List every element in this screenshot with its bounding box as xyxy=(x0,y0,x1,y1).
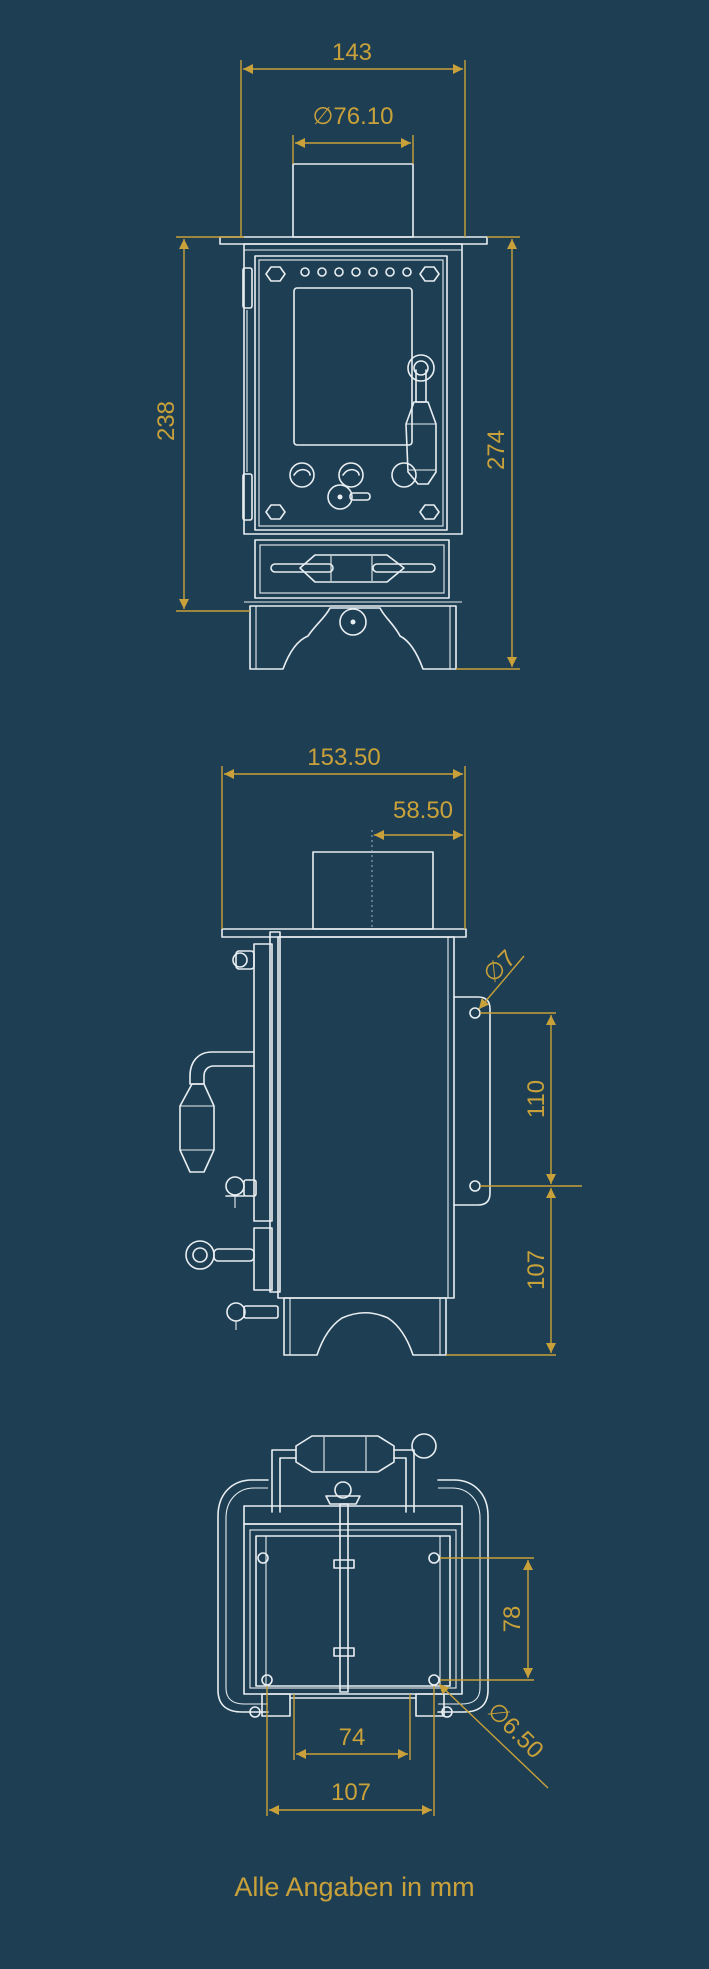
top-hole xyxy=(428,1674,440,1686)
flue-diameter-label: ∅76.10 xyxy=(313,103,394,130)
front-view: 143 ∅76.10 238 274 xyxy=(153,39,520,670)
flue-offset-label: 58.50 xyxy=(393,797,453,824)
air-vent-holes xyxy=(300,267,412,277)
side-body xyxy=(277,936,455,1299)
flue-pipe xyxy=(292,163,414,238)
top-frame-left xyxy=(217,1479,269,1713)
bolt-hex xyxy=(265,504,286,520)
side-depth-label: 153.50 xyxy=(307,744,380,771)
stove-door xyxy=(254,255,448,531)
top-inner-body xyxy=(255,1535,451,1687)
hole-height-label: 107 xyxy=(523,1250,550,1290)
bracket-hole-bottom xyxy=(469,1180,481,1192)
ash-drawer xyxy=(254,539,450,599)
top-inner-width-label: 74 xyxy=(339,1724,366,1751)
top-foot-right xyxy=(415,1693,445,1717)
top-handle xyxy=(271,1433,437,1513)
side-flue-pipe xyxy=(312,851,434,930)
top-plate xyxy=(219,236,488,245)
side-base xyxy=(283,1297,447,1356)
top-front-bar xyxy=(243,1505,463,1525)
body-height-label: 238 xyxy=(153,401,180,441)
top-air-rod xyxy=(325,1481,361,1693)
bolt-hex xyxy=(419,504,440,520)
side-view: 153.50 58.50 ∅7 110 107 xyxy=(179,744,582,1356)
door-window xyxy=(293,287,413,446)
door-handle xyxy=(405,354,437,485)
top-hole xyxy=(441,1706,453,1718)
side-front-frame xyxy=(269,931,281,1293)
hole-spacing-label: 110 xyxy=(523,1080,550,1118)
stove-body xyxy=(243,243,463,535)
front-width-label: 143 xyxy=(332,39,372,66)
side-top-plate xyxy=(221,928,467,938)
bracket-hole-top xyxy=(469,1007,481,1019)
units-note: Alle Angaben in mm xyxy=(234,1872,475,1902)
wall-bracket xyxy=(453,996,491,1206)
stove-base xyxy=(249,605,457,670)
total-height-label: 274 xyxy=(483,430,510,470)
side-base-knob xyxy=(226,1302,279,1330)
side-door-handle xyxy=(179,1051,255,1173)
top-body xyxy=(243,1523,463,1695)
side-air-dial xyxy=(225,1176,257,1208)
side-door-edge xyxy=(253,943,273,1222)
side-drawer-knob xyxy=(185,1240,255,1270)
ash-drawer-handle xyxy=(270,554,436,583)
top-hole-diameter-label: ∅6.50 xyxy=(482,1697,549,1764)
top-hole xyxy=(257,1552,269,1564)
side-hole-diameter-label: ∅7 xyxy=(478,945,521,988)
top-hole xyxy=(261,1674,273,1686)
door-hinge-top xyxy=(242,267,253,309)
top-hole-spacing-label: 78 xyxy=(499,1606,526,1633)
door-hinge-bottom xyxy=(242,473,253,521)
top-hole xyxy=(249,1706,261,1718)
side-top-knob xyxy=(232,950,255,970)
air-control-dials xyxy=(289,462,417,510)
base-knob xyxy=(339,608,367,636)
bolt-hex xyxy=(419,266,440,282)
bolt-hex xyxy=(265,266,286,282)
top-frame-right xyxy=(437,1479,489,1713)
top-hole xyxy=(428,1552,440,1564)
top-outer-width-label: 107 xyxy=(331,1779,371,1806)
top-view: 78 74 107 ∅6.50 xyxy=(217,1433,549,1816)
top-foot-left xyxy=(261,1693,291,1717)
